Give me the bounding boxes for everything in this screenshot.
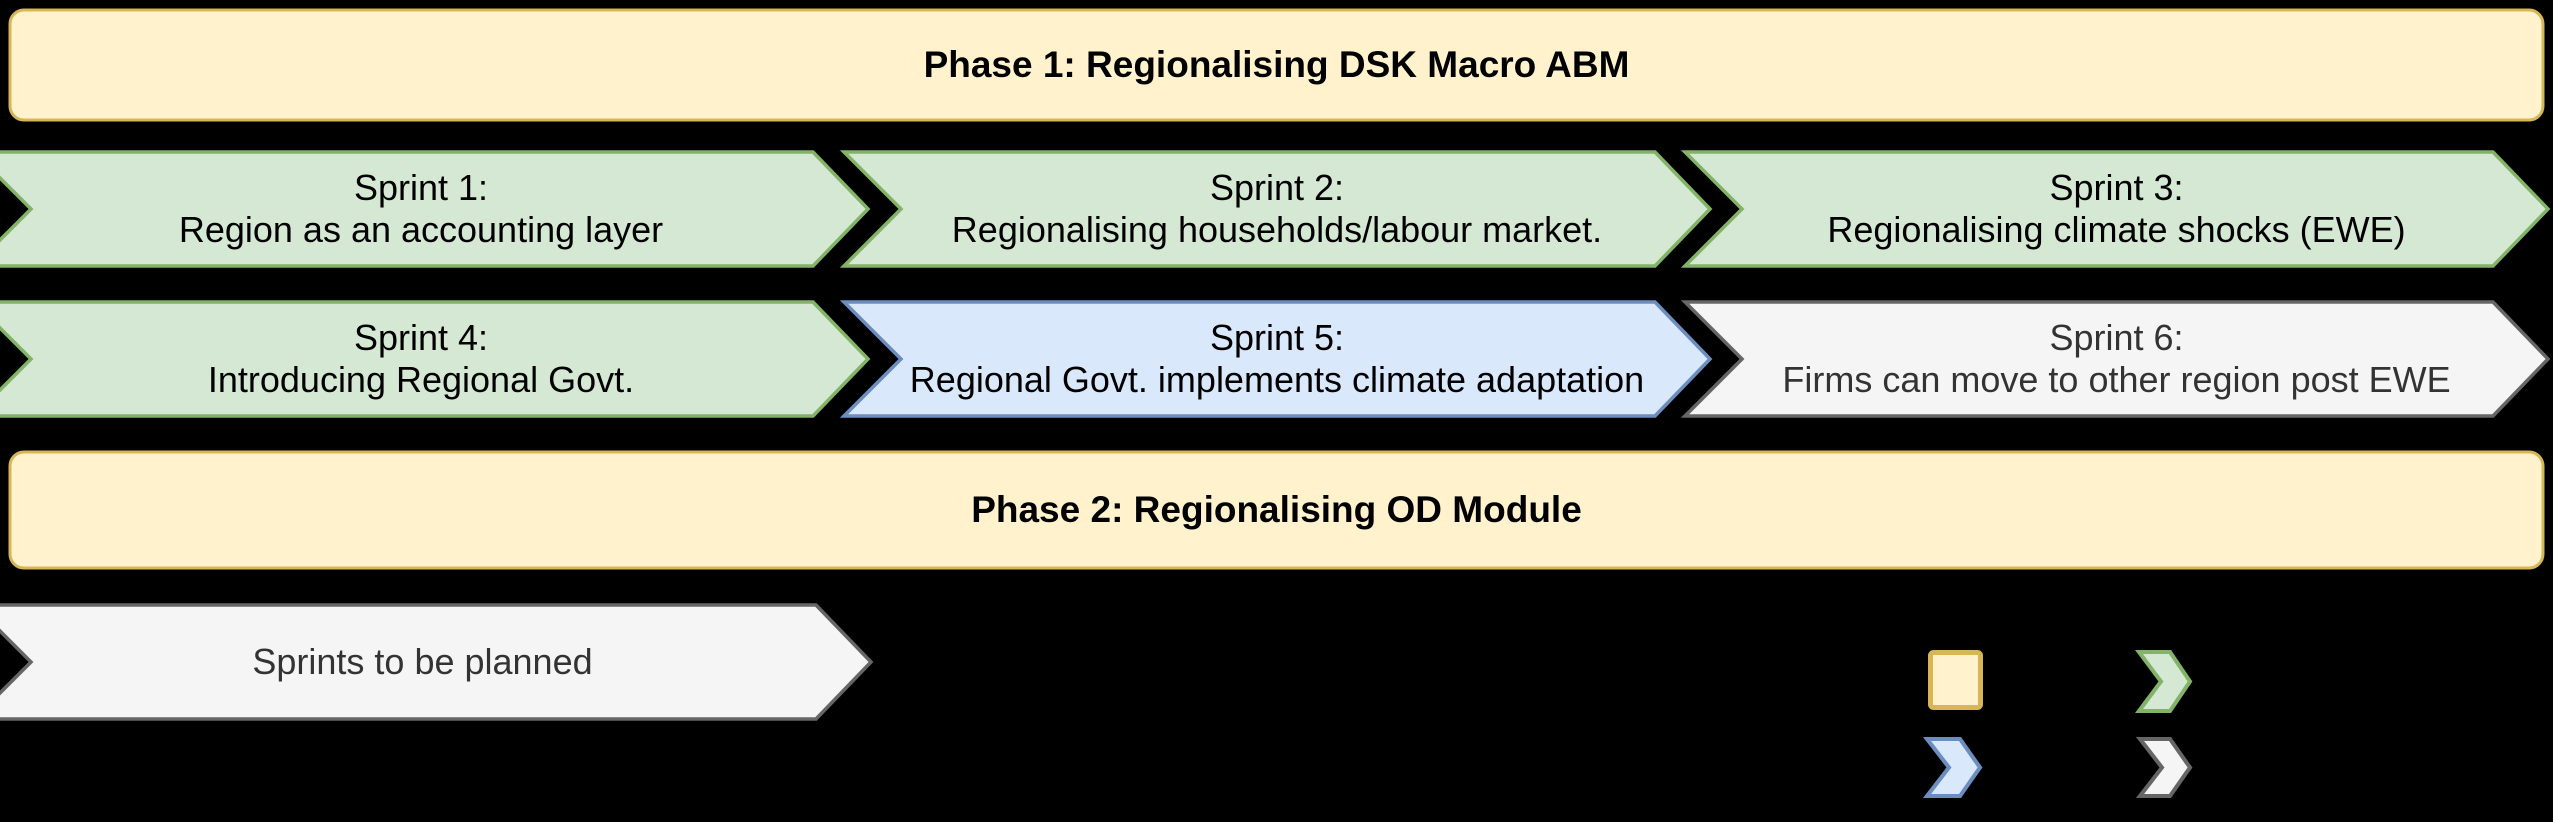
sprint-5-chevron-shape [839,300,1713,418]
legend-gray-chevron-shape [2135,737,2193,798]
phase-2-banner-shape [8,450,2545,570]
phase-2-banner [8,450,2545,570]
legend-blue-chevron-shape [1922,737,1983,798]
sprint-4-chevron [0,300,871,418]
sprint-5-chevron [839,300,1713,418]
sprint-4-chevron-shape [0,300,871,418]
sprint-3-chevron [1680,150,2551,268]
sprint-6-chevron-shape [1680,300,2551,418]
sprint-3-chevron-shape [1680,150,2551,268]
legend-gray-chevron-icon [2135,737,2193,798]
legend-blue-chevron-icon [1922,737,1983,798]
sprint-1-chevron [0,150,871,268]
legend-phase-swatch-shape [1928,650,1983,710]
sprint-6-chevron [1680,300,2551,418]
planned-chevron-shape [0,603,874,721]
sprint-2-chevron [839,150,1713,268]
legend-green-chevron-icon [2135,650,2193,713]
phase-1-banner-shape [8,8,2545,122]
sprint-1-chevron-shape [0,150,871,268]
legend-phase-swatch [1928,650,1983,710]
sprint-2-chevron-shape [839,150,1713,268]
planned-chevron [0,603,874,721]
legend-green-chevron-shape [2135,650,2193,713]
phase-1-banner [8,8,2545,122]
